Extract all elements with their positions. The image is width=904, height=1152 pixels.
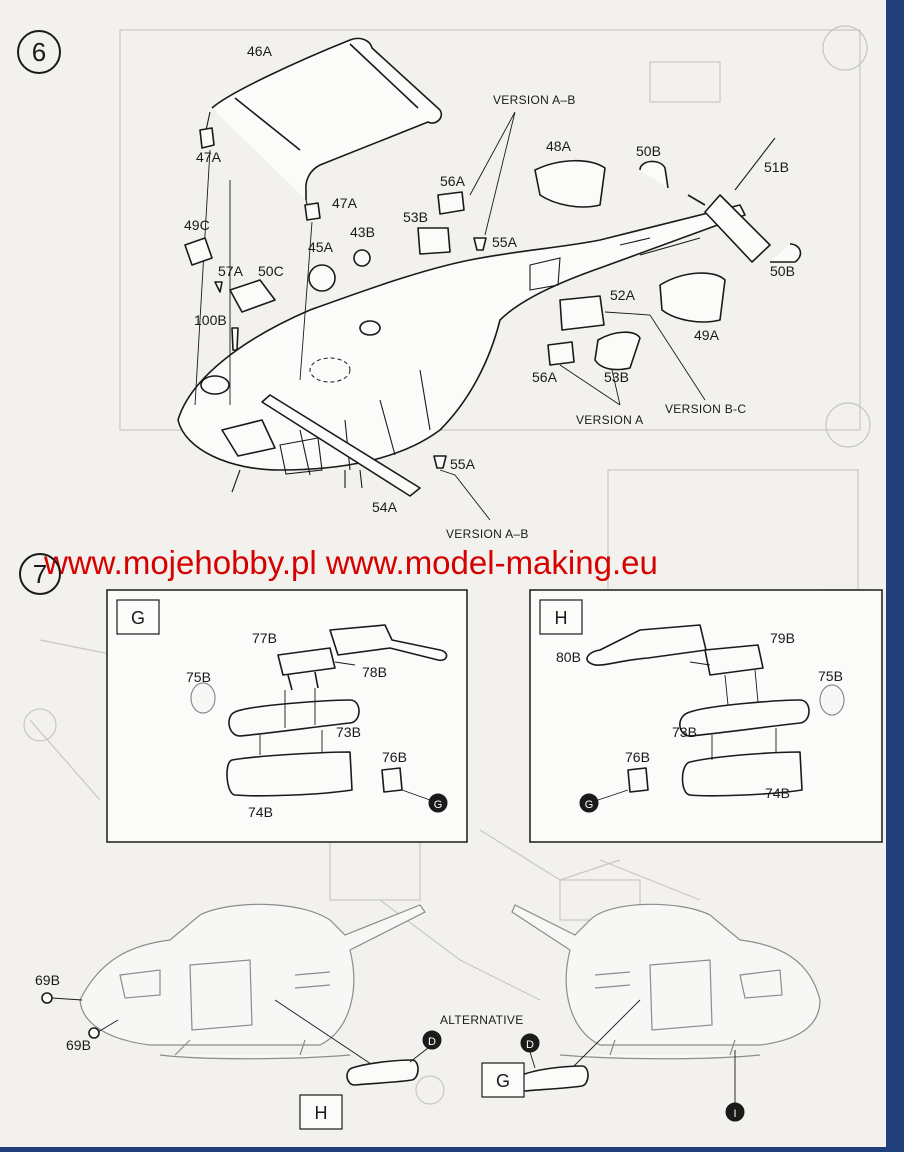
- step-7-number: 7: [33, 559, 47, 589]
- label-78b: 78B: [362, 664, 387, 680]
- label-57a: 57A: [218, 263, 244, 279]
- part-49a: [659, 272, 726, 323]
- part-55a-bot: [433, 455, 447, 469]
- part-49c: [184, 237, 213, 266]
- label-48a: 48A: [546, 138, 572, 154]
- label-56a-top: 56A: [440, 173, 466, 189]
- ref-box-g: G: [496, 1071, 510, 1091]
- label-47a-top: 47A: [196, 149, 222, 165]
- ref-box-h: H: [315, 1103, 328, 1123]
- ref-d-left: D: [428, 1036, 436, 1048]
- label-100b: 100B: [194, 312, 227, 328]
- ref-i: I: [733, 1108, 736, 1120]
- label-49a: 49A: [694, 327, 720, 343]
- label-74b-g: 74B: [248, 804, 273, 820]
- part-50b-bot: [770, 243, 802, 263]
- instruction-sheet: 6: [0, 0, 886, 1147]
- step-6: 6: [17, 30, 802, 541]
- label-55a-top: 55A: [492, 234, 518, 250]
- label-76b-g: 76B: [382, 749, 407, 765]
- label-50b-top: 50B: [636, 143, 661, 159]
- part-56a-bot: [547, 341, 575, 366]
- label-51b: 51B: [764, 159, 789, 175]
- part-53b-bot: [594, 331, 641, 371]
- label-77b: 77B: [252, 630, 277, 646]
- detail-box-g: G G 77B 78B 75B 73B 76B 74B: [106, 589, 468, 843]
- part-51b: [734, 137, 776, 191]
- label-75b-h: 75B: [818, 668, 843, 684]
- part-45a: [308, 264, 336, 292]
- label-79b: 79B: [770, 630, 795, 646]
- step-6-circle: [17, 30, 61, 74]
- label-49c: 49C: [184, 217, 210, 233]
- detail-box-h: H G 79B 80B 75B 73B 76B 74B: [529, 589, 883, 843]
- label-69b-top: 69B: [35, 972, 60, 988]
- part-48a: [534, 159, 606, 208]
- label-version-bc: VERSION B-C: [665, 402, 746, 416]
- helicopter-left: 69B 69B ALTERNATIVE D H: [35, 903, 524, 1130]
- label-54a: 54A: [372, 499, 398, 515]
- part-55a-top: [473, 237, 487, 251]
- label-version-ab-bot: VERSION A–B: [446, 527, 529, 541]
- label-version-ab-top: VERSION A–B: [493, 93, 576, 107]
- box-g-ref-g: G: [434, 799, 443, 811]
- label-75b-g: 75B: [186, 669, 211, 685]
- label-50c: 50C: [258, 263, 284, 279]
- part-100b: [231, 327, 239, 351]
- label-73b-h: 73B: [672, 724, 697, 740]
- step-7-circle: [19, 553, 61, 595]
- label-53b-bot: 53B: [604, 369, 629, 385]
- part-43b: [353, 249, 371, 267]
- label-73b-g: 73B: [336, 724, 361, 740]
- part-57a: [214, 281, 223, 293]
- helicopter-right: D I G: [481, 903, 821, 1122]
- label-47a-mid: 47A: [332, 195, 358, 211]
- label-alternative: ALTERNATIVE: [440, 1013, 524, 1027]
- label-80b: 80B: [556, 649, 581, 665]
- box-h-title: H: [555, 608, 568, 628]
- part-50b-top: [639, 160, 706, 206]
- part-50c: [229, 279, 276, 313]
- watermark-text: www.mojehobby.pl www.model-making.eu: [43, 544, 658, 581]
- step-6-number: 6: [32, 37, 46, 67]
- label-43b: 43B: [350, 224, 375, 240]
- part-52a: [559, 295, 605, 331]
- part-53b-top: [417, 227, 451, 255]
- label-52a: 52A: [610, 287, 636, 303]
- label-56a-bot: 56A: [532, 369, 558, 385]
- label-53b-top: 53B: [403, 209, 428, 225]
- label-46a: 46A: [247, 43, 273, 59]
- label-55a-bot: 55A: [450, 456, 476, 472]
- part-56a-top: [437, 191, 465, 215]
- fuselage-drawing: [177, 194, 771, 497]
- box-g-title: G: [131, 608, 145, 628]
- label-50b-bot: 50B: [770, 263, 795, 279]
- instruction-diagram: 6: [17, 25, 883, 1130]
- label-76b-h: 76B: [625, 749, 650, 765]
- label-74b-h: 74B: [765, 785, 790, 801]
- label-69b-bot: 69B: [66, 1037, 91, 1053]
- step-7: 7 G G 77B 78B 75B 73B 76B 74B: [19, 553, 883, 1130]
- ref-d-right: D: [526, 1039, 534, 1051]
- box-h-ref-g: G: [585, 799, 594, 811]
- label-45a: 45A: [308, 239, 334, 255]
- label-version-a: VERSION A: [576, 413, 643, 427]
